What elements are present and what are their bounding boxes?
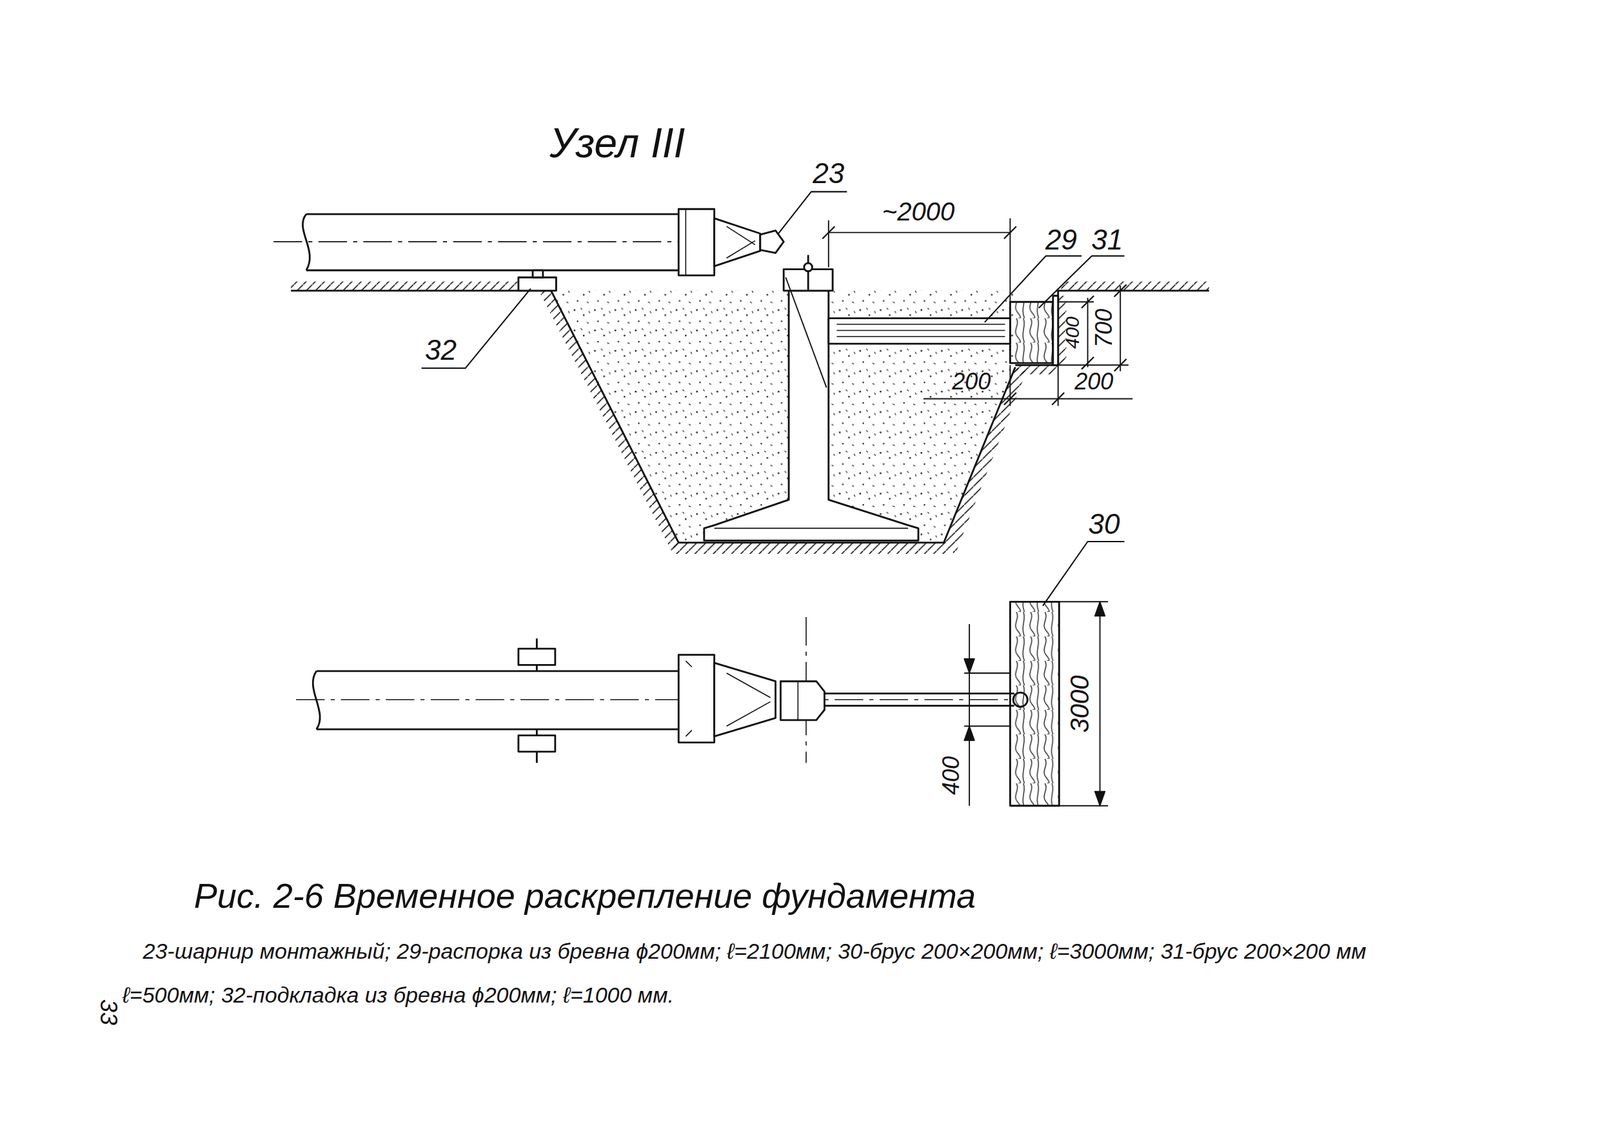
dimension-text: 3000 bbox=[1066, 675, 1093, 733]
dimension-text: 200 bbox=[951, 370, 991, 394]
legend-note: 23-шарнир монтажный; 29-распорка из брев… bbox=[143, 940, 1367, 963]
callout-number: 29 bbox=[1045, 225, 1077, 255]
dimension-text: ~2000 bbox=[882, 198, 955, 225]
dimension-text: 400 bbox=[1062, 316, 1083, 349]
dimension-text: 700 bbox=[1092, 308, 1116, 348]
callout-number: 32 bbox=[424, 335, 457, 365]
page-number: 33 bbox=[96, 999, 120, 1026]
dimension-text: 200 bbox=[1074, 370, 1114, 394]
legend-note: ℓ=500мм; 32-подкладка из бревна ϕ200мм; … bbox=[122, 984, 674, 1007]
callout-number: 31 bbox=[1091, 225, 1123, 255]
callout-number: 30 bbox=[1088, 510, 1121, 539]
dimension-text: 400 bbox=[939, 755, 963, 795]
callout-number: 23 bbox=[812, 159, 845, 188]
figure-caption: Рис. 2-6 Временное раскрепление фундамен… bbox=[194, 878, 976, 914]
drawing-title: Узел III bbox=[549, 122, 685, 164]
